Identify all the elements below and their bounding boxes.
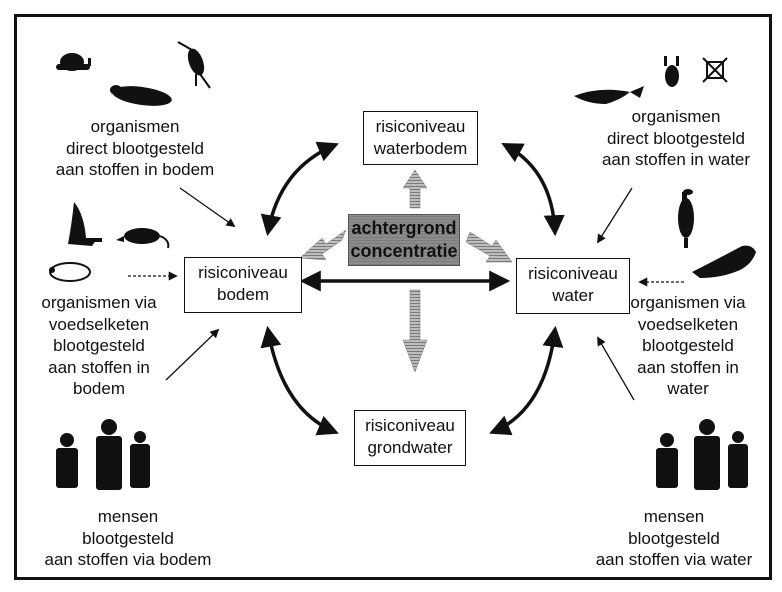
label-line: water (667, 379, 709, 398)
label-organismen-bodem: organismen direct blootgesteld aan stoff… (30, 116, 240, 181)
springtail-icon (177, 41, 211, 89)
bird-of-prey-icon (68, 202, 102, 246)
people-group-icon (656, 419, 748, 490)
fish-icon (574, 86, 644, 104)
risiconiveau-waterbodem-box: risiconiveau waterbodem (363, 111, 478, 165)
grondwater-line1: risiconiveau (365, 416, 455, 435)
label-line: mensen (97, 507, 159, 526)
water-mite-icon (702, 57, 728, 83)
people-group-icon (56, 419, 150, 490)
label-line: organismen via (630, 293, 746, 312)
caterpillar-icon (110, 85, 172, 106)
arrow-bodem-grondwater (260, 325, 339, 436)
bodem-line2: bodem (217, 285, 269, 304)
label-line: aan stoffen in (637, 357, 739, 377)
mole-icon (49, 262, 91, 282)
label-mensen-water: mensen blootgesteld aan stoffen via wate… (576, 506, 772, 571)
center-line1: achtergrond (351, 218, 457, 238)
risiconiveau-grondwater-box: risiconiveau grondwater (354, 410, 466, 466)
label-line: blootgesteld (642, 336, 734, 355)
label-line: aan stoffen in bodem (55, 160, 215, 179)
cormorant-icon (678, 189, 694, 248)
arrow-mensen-water (597, 336, 635, 401)
label-line: aan stoffen in water (601, 150, 751, 169)
label-line: blootgesteld (628, 528, 720, 548)
risiconiveau-bodem-box: risiconiveau bodem (184, 257, 302, 313)
waterbodem-line2: waterbodem (373, 139, 468, 158)
label-line: bodem (73, 379, 125, 398)
label-line: direct blootgesteld (66, 138, 204, 158)
arrow-waterbodem-water (501, 143, 565, 237)
grondwater-line2: grondwater (367, 438, 453, 457)
label-voedselketen-bodem: organismen via voedselketen blootgesteld… (24, 292, 174, 400)
label-line: voedselketen (637, 314, 739, 334)
shrew-icon (116, 228, 170, 249)
snail-icon (56, 53, 91, 71)
hatched-arrows (299, 169, 513, 373)
label-line: mensen (643, 507, 705, 526)
label-line: organismen (631, 107, 721, 126)
water-line1: risiconiveau (528, 264, 618, 283)
label-mensen-bodem: mensen blootgesteld aan stoffen via bode… (30, 506, 226, 571)
center-line2: concentratie (350, 241, 458, 261)
arrow-mensen-bodem (165, 328, 220, 381)
arrow-grondwater-water (489, 325, 564, 436)
diagram-frame (14, 14, 772, 580)
waterbodem-line1: risiconiveau (375, 117, 466, 136)
label-voedselketen-water: organismen via voedselketen blootgesteld… (610, 292, 766, 400)
label-organismen-water: organismen direct blootgesteld aan stoff… (578, 106, 774, 171)
arrow-org-water (597, 187, 633, 244)
label-line: blootgesteld (82, 528, 174, 548)
arrow-org-bodem (179, 187, 236, 228)
bodem-line1: risiconiveau (198, 263, 288, 282)
water-line2: water (552, 286, 594, 305)
label-line: aan stoffen via bodem (44, 550, 212, 569)
seal-icon (692, 245, 756, 278)
label-line: direct blootgesteld (607, 128, 745, 148)
risiconiveau-water-box: risiconiveau water (516, 258, 630, 314)
label-line: organismen via (41, 293, 157, 312)
label-line: aan stoffen in (48, 357, 150, 377)
label-line: blootgesteld (53, 336, 145, 355)
label-line: organismen (90, 117, 180, 136)
achtergrond-concentratie-box: achtergrond concentratie (348, 214, 460, 266)
arrow-bodem-waterbodem (260, 141, 339, 237)
label-line: aan stoffen via water (595, 550, 753, 569)
water-flea-icon (664, 56, 679, 87)
label-line: voedselketen (48, 314, 150, 334)
